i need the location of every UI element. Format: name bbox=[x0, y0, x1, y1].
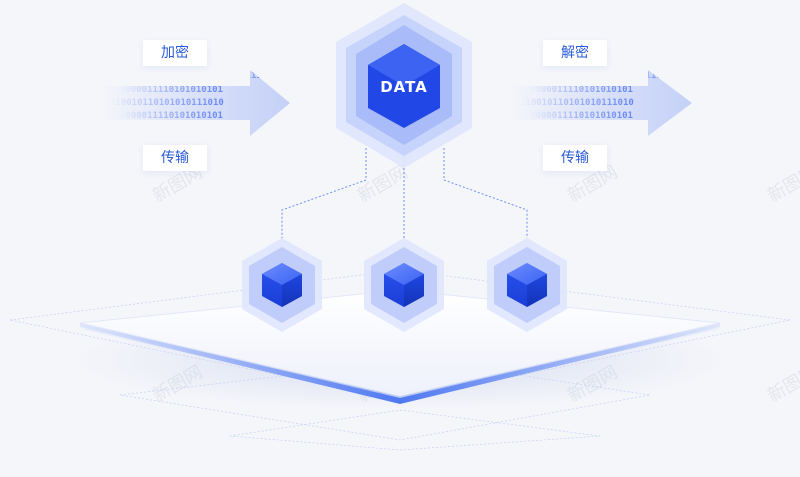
encrypt-label: 加密 bbox=[143, 40, 207, 66]
child-node bbox=[242, 238, 322, 332]
decrypt-label: 解密 bbox=[543, 40, 607, 66]
data-label: DATA bbox=[380, 78, 428, 96]
binary-text: 110010110101010111010 bbox=[110, 124, 224, 134]
child-node bbox=[364, 238, 444, 332]
right-decryption-arrow: 1111 0000011110101010101 110010110101010… bbox=[510, 70, 692, 136]
data-node: DATA bbox=[336, 3, 472, 168]
binary-text: 110010110101010111010 bbox=[520, 98, 634, 108]
child-node bbox=[487, 238, 567, 332]
transmit-label-left: 传输 bbox=[143, 145, 207, 171]
binary-text: 0000011110101010101 bbox=[530, 111, 633, 121]
binary-text: 1111 bbox=[240, 71, 262, 81]
binary-text: 0000011110101010101 bbox=[120, 85, 223, 95]
binary-text: 110010110101010111010 bbox=[520, 124, 634, 134]
binary-text: 1111 bbox=[640, 71, 662, 81]
left-encryption-arrow: 1111 0000011110101010101 110010110101010… bbox=[100, 70, 290, 136]
binary-text: 0000011110101010101 bbox=[530, 85, 633, 95]
binary-text: 110010110101010111010 bbox=[110, 98, 224, 108]
transmit-label-right: 传输 bbox=[543, 145, 607, 171]
connector-lines bbox=[281, 148, 528, 238]
binary-text: 0000011110101010101 bbox=[120, 111, 223, 121]
